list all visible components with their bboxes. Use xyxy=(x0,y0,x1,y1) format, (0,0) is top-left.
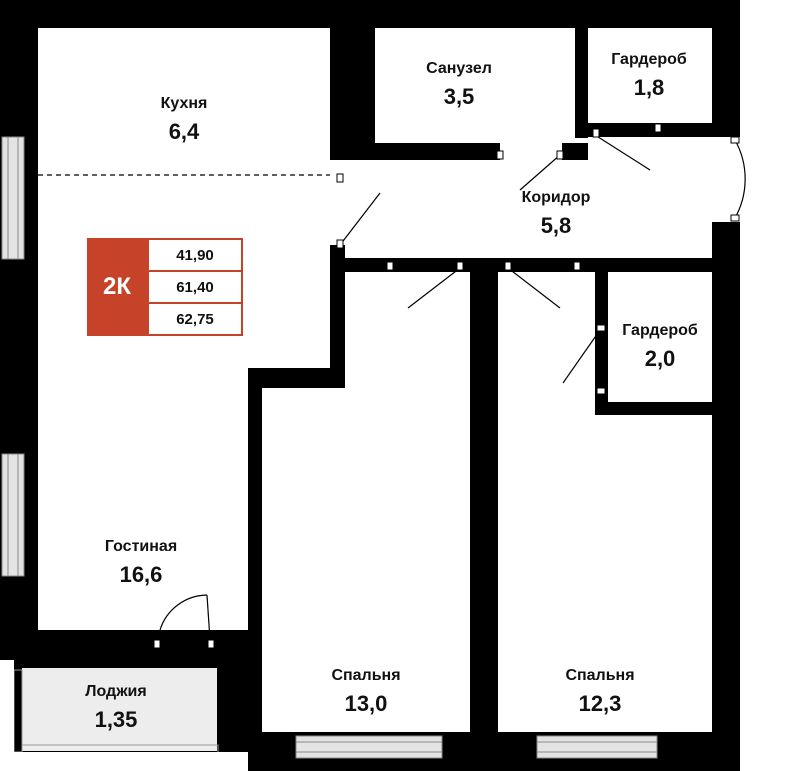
room-corridor: Коридор 5,8 xyxy=(522,188,591,240)
area-value-3: 62,75 xyxy=(149,302,241,334)
room-name: Спальня xyxy=(565,667,635,684)
floor-bedroom-1 xyxy=(262,272,470,732)
room-area: 2,0 xyxy=(644,346,676,371)
room-wardrobe-1: Гардероб 1,8 xyxy=(611,50,687,102)
window-bedroom-2 xyxy=(536,735,658,759)
room-area: 1,35 xyxy=(94,707,138,732)
room-name: Спальня xyxy=(331,667,401,684)
room-living: Гостиная 16,6 xyxy=(105,537,177,589)
room-name: Гардероб xyxy=(622,322,698,339)
wall-right-top xyxy=(712,0,740,137)
partitions xyxy=(155,28,712,732)
room-floors xyxy=(38,28,740,732)
wall-right-bottom xyxy=(712,222,740,771)
room-name: Коридор xyxy=(521,189,591,206)
exterior-bottom-left xyxy=(0,752,248,771)
room-name: Кухня xyxy=(160,95,208,112)
room-bedroom-1: Спальня 13,0 xyxy=(331,666,400,718)
windows xyxy=(1,136,658,759)
room-loggia: Лоджия 1,35 xyxy=(85,682,146,734)
exterior-right xyxy=(740,0,800,771)
area-value-2: 61,40 xyxy=(149,270,241,302)
room-bedroom-2: Спальня 12,3 xyxy=(565,666,634,718)
window-kitchen xyxy=(1,136,25,260)
room-area: 3,5 xyxy=(443,84,475,109)
room-area: 6,4 xyxy=(168,119,200,144)
room-bathroom: Санузел 3,5 xyxy=(426,59,492,111)
floor-bedroom-2 xyxy=(498,272,712,732)
area-values: 41,90 61,40 62,75 xyxy=(147,238,243,336)
loggia-rail xyxy=(15,665,221,668)
room-area: 13,0 xyxy=(344,691,388,716)
room-area: 1,8 xyxy=(633,75,665,100)
area-value-1: 41,90 xyxy=(176,246,214,264)
window-living xyxy=(1,453,25,577)
room-name: Санузел xyxy=(426,60,492,77)
floor-loggia xyxy=(22,668,217,751)
floor-wardrobe-1 xyxy=(588,28,712,123)
room-name: Гостиная xyxy=(104,538,178,555)
door-swings xyxy=(159,134,746,641)
room-kitchen: Кухня 6,4 xyxy=(161,94,208,146)
room-wardrobe-2: Гардероб 2,0 xyxy=(622,321,698,373)
window-bedroom-1 xyxy=(295,735,443,759)
room-area: 16,6 xyxy=(119,562,163,587)
floor-corridor xyxy=(345,137,740,258)
room-name: Гардероб xyxy=(611,51,687,68)
exterior-left-bottom xyxy=(0,660,14,771)
door-jambs xyxy=(153,123,740,649)
room-name: Лоджия xyxy=(85,683,147,700)
room-area: 12,3 xyxy=(578,691,622,716)
apartment-type-code: 2К xyxy=(87,238,147,336)
floor-kitchen-living xyxy=(38,28,345,630)
floor-bathroom xyxy=(375,28,575,143)
floor-wardrobe-2 xyxy=(608,272,712,402)
floor-entry-opening xyxy=(712,137,740,222)
room-area: 5,8 xyxy=(540,213,572,238)
apartment-badge: 2К 41,90 61,40 62,75 xyxy=(87,238,243,336)
